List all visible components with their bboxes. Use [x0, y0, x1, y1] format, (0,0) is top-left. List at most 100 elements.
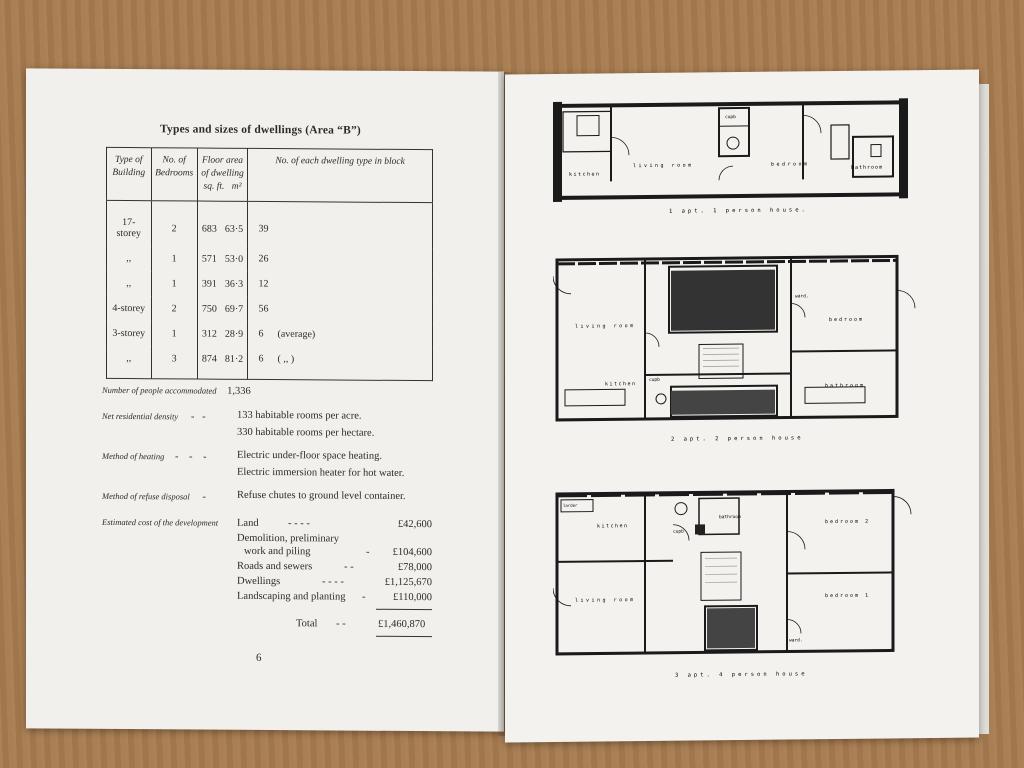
people-label: Number of people accommodated [102, 384, 217, 396]
page-number: 6 [256, 651, 262, 664]
left-page: Types and sizes of dwellings (Area “B”) … [26, 68, 504, 732]
cell-sqft: 312 [197, 321, 221, 348]
cell-count: 12 [247, 271, 433, 300]
count-value: 26 [258, 253, 269, 265]
cell-sqft: 391 [197, 271, 221, 298]
plan3-kitchen-label: kitchen [597, 523, 629, 529]
count-value: 6 [258, 328, 264, 340]
cost-amount: £78,000 [397, 561, 432, 574]
plan1-kitchen-label: kitchen [569, 171, 601, 177]
header-floor-area: Floor area of dwelling sq. ft. m² [197, 148, 248, 202]
right-page: kitchen living room bedroom bathroom cup… [505, 69, 979, 743]
density-value-2: 330 habitable rooms per hectare. [237, 426, 375, 439]
cell-count: 39 [247, 201, 433, 250]
heating-value-2: Electric immersion heater for hot water. [237, 466, 405, 479]
count-note: (average) [277, 329, 315, 341]
cost-amount: £42,600 [397, 518, 432, 531]
plan3-bedroom2-label: bedroom 2 [825, 519, 870, 525]
floor-plan-3: larder kitchen bathroom living room bedr… [553, 488, 912, 679]
count-note: ( ,, ) [277, 354, 294, 366]
header-sqft: sq. ft. [203, 181, 225, 192]
cost-dots: - - - - [288, 518, 310, 530]
header-floor-area-label: Floor area of dwelling [201, 155, 244, 179]
cell-m2: 53·0 [224, 254, 244, 266]
dwellings-table: Type of Building No. of Bedrooms Floor a… [106, 146, 433, 382]
count-value: 6 [258, 353, 264, 365]
cell-type: 17-storey [116, 217, 141, 240]
count-value: 39 [258, 223, 269, 235]
plan3-cupb-label: cupb [673, 529, 684, 535]
cost-item: work and piling [244, 545, 311, 558]
refuse-label: Method of refuse disposal [102, 490, 190, 502]
cell-type: 3-storey [112, 328, 146, 340]
density-label: Net residential density [102, 410, 179, 422]
plan3-ward-label: ward. [789, 637, 803, 643]
cost-item: Roads and sewers [237, 560, 313, 573]
cost-dots: - - [344, 561, 354, 573]
plan3-bathroom-label: bathroom [719, 514, 741, 520]
cell-type: 4-storey [112, 303, 146, 315]
table-title: Types and sizes of dwellings (Area “B”) [160, 123, 361, 137]
plan2-cupb-label: cupb [649, 377, 660, 383]
plan1-living-label: living room [633, 163, 694, 170]
density-row: Net residential density - - [102, 410, 206, 423]
cell-bedrooms: 1 [151, 246, 198, 272]
count-value: 12 [258, 278, 269, 290]
heating-value-1: Electric under-floor space heating. [237, 449, 382, 462]
total-amount: £1,460,870 [378, 618, 426, 631]
cost-item: Dwellings [237, 575, 281, 588]
cell-type: ,, [126, 253, 132, 265]
cost-item: Demolition, preliminary [237, 532, 340, 545]
cost-item: Landscaping and planting [237, 590, 346, 603]
total-label: Total [296, 618, 318, 630]
cell-m2: 69·7 [224, 304, 244, 316]
density-value-1: 133 habitable rooms per acre. [237, 409, 362, 422]
plan3-bedroom1-label: bedroom 1 [825, 593, 870, 599]
cell-m2: 63·5 [224, 223, 244, 235]
plan2-kitchen-label: kitchen [605, 381, 637, 387]
cell-bedrooms: 1 [151, 321, 198, 347]
plan2-caption: 2 apt. 2 person house [671, 435, 804, 442]
cell-m2: 28·9 [224, 329, 244, 341]
plan3-larder-label: larder [563, 503, 578, 508]
cost-item: Land [237, 517, 259, 529]
cost-label: Estimated cost of the development [102, 516, 219, 528]
cell-sqft: 874 [197, 346, 221, 380]
total-dots: - - [336, 618, 346, 630]
plan3-living-label: living room [575, 597, 636, 604]
people-row: Number of people accommodated 1,336 [102, 385, 251, 397]
plan2-living-label: living room [575, 323, 636, 330]
cell-count: 6 ( ,, ) [247, 346, 433, 382]
cost-amount: £104,600 [392, 546, 432, 559]
plan3-caption: 3 apt. 4 person house [675, 671, 808, 678]
cell-bedrooms: 1 [151, 271, 198, 297]
heating-label: Method of heating [102, 450, 165, 462]
cost-dots: - [366, 546, 370, 558]
cost-label-row: Estimated cost of the development [102, 517, 218, 529]
cost-amount: £1,125,670 [384, 576, 432, 589]
cell-sqft: 683 [197, 201, 221, 248]
header-bedrooms: No. of Bedrooms [151, 147, 198, 202]
floor-plan-1: kitchen living room bedroom bathroom cup… [553, 98, 908, 215]
plan1-cupb-label: cupb [725, 114, 736, 120]
people-value: 1,336 [227, 385, 251, 397]
plan2-bathroom-label: bathroom [825, 383, 865, 389]
cost-dots: - [362, 591, 366, 603]
cell-type: ,, [126, 353, 132, 365]
plan1-caption: 1 apt. 1 person house. [669, 207, 808, 214]
refuse-row: Method of refuse disposal - [102, 490, 206, 503]
total-rule-top [376, 608, 432, 611]
cell-count: 26 [247, 246, 433, 275]
header-m2: m² [231, 181, 242, 192]
total-rule-bottom [376, 635, 432, 638]
cell-sqft: 571 [197, 246, 221, 273]
cell-m2: 36·3 [224, 279, 244, 291]
refuse-value: Refuse chutes to ground level container. [237, 489, 406, 502]
